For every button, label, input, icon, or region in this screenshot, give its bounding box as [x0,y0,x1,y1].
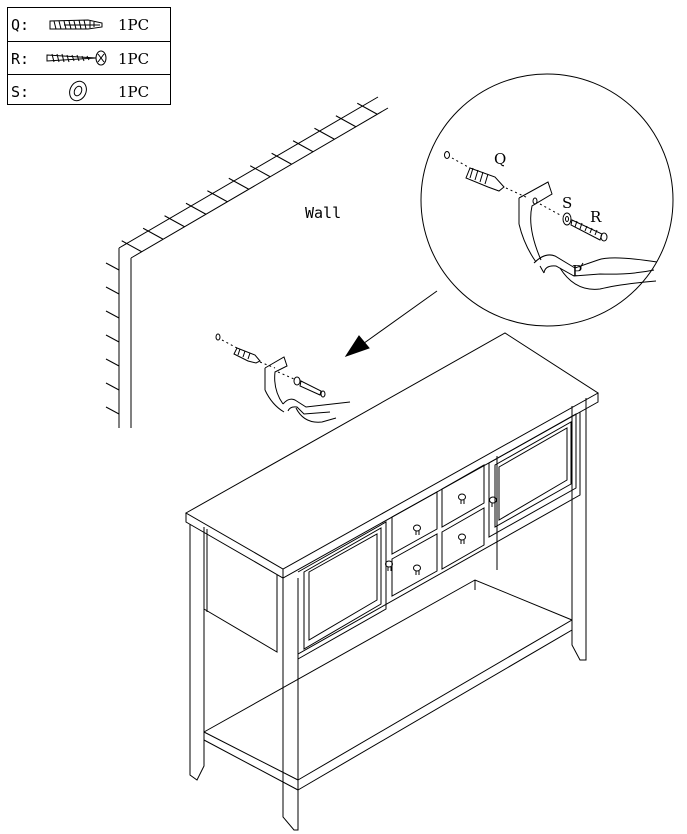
screw-icon [46,50,107,66]
wall-illustration [105,96,389,428]
installed-bracket [215,333,351,423]
part-qty: 1PC [118,83,150,101]
label-q: Q [494,150,506,168]
label-r: R [590,208,602,226]
washer-icon [69,80,87,102]
wall-anchor-icon [49,19,103,30]
part-row-q: Q: 1PC [8,8,170,41]
label-s: S [562,194,572,212]
wall-label: Wall [305,204,341,222]
detail-circle [420,73,674,327]
part-qty: 1PC [118,50,150,68]
pointer-arrow [359,290,438,347]
part-qty: 1PC [118,16,150,34]
part-letter: S: [11,83,30,101]
parts-table: Q: 1PC R: 1PC S: [7,7,171,105]
console-table [184,332,599,831]
part-letter: Q: [11,16,30,34]
part-row-s: S: 1PC [8,74,170,107]
part-row-r: R: 1PC [8,41,170,74]
part-letter: R: [11,50,30,68]
label-p: P [572,262,582,280]
